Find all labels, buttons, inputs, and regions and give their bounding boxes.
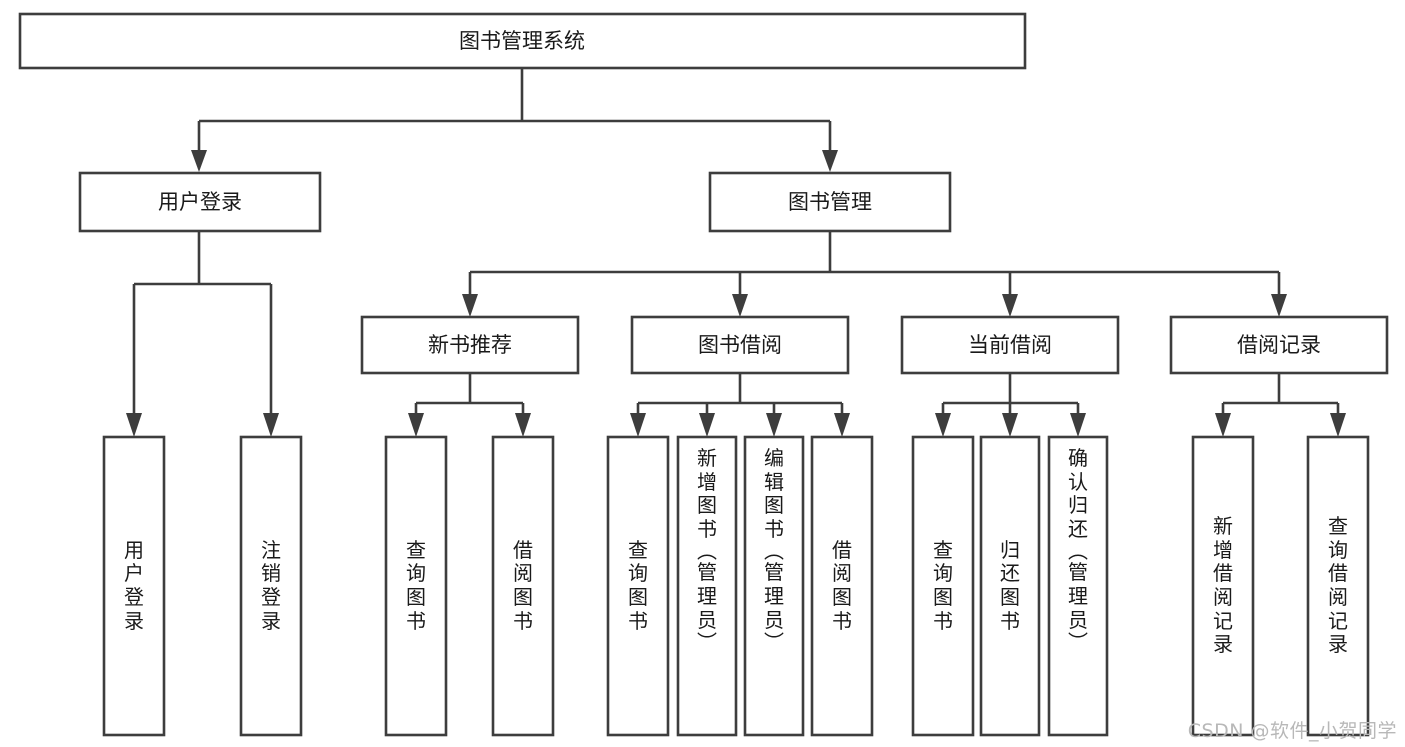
- leaf-box-query-book-1[interactable]: [384, 435, 448, 737]
- arrow-br-leaf-2: [1330, 413, 1346, 437]
- arrow-br-leaf-1: [1215, 413, 1231, 437]
- arrow-book-to-book-borrow: [732, 294, 748, 317]
- leaf-box-user-login[interactable]: [102, 435, 166, 737]
- arrow-cb-leaf-2: [1002, 413, 1018, 437]
- node-book-borrow-box[interactable]: [630, 315, 850, 375]
- arrow-bb-leaf-4: [834, 413, 850, 437]
- node-new-book-rec-label: 新书推荐: [428, 333, 512, 357]
- connector-group-root: [191, 68, 838, 172]
- node-book-borrow-label: 图书借阅: [698, 333, 782, 357]
- arrow-book-to-new-book-rec: [462, 294, 478, 317]
- connector-group-new-book-rec: [408, 373, 531, 437]
- arrow-nbr-leaf-2: [515, 413, 531, 437]
- leaf-box-add-record[interactable]: [1191, 435, 1255, 737]
- arrow-root-to-user-login: [191, 150, 207, 172]
- arrow-bb-leaf-1: [630, 413, 646, 437]
- connector-group-book-manage: [462, 231, 1287, 317]
- leaf-box-return-book[interactable]: [979, 435, 1041, 737]
- arrow-user-to-logout: [263, 413, 279, 437]
- node-root-box[interactable]: [18, 12, 1027, 70]
- leaf-box-confirm-return[interactable]: [1047, 435, 1109, 737]
- node-borrow-record-label: 借阅记录: [1237, 333, 1321, 357]
- arrow-cb-leaf-3: [1070, 413, 1086, 437]
- leaf-box-add-book[interactable]: [676, 435, 738, 737]
- node-book-manage-box[interactable]: [708, 171, 952, 233]
- node-user-login-label: 用户登录: [158, 190, 242, 214]
- node-new-book-rec-box[interactable]: [360, 315, 580, 375]
- connector-group-book-borrow: [630, 373, 850, 437]
- arrow-book-to-current-borrow: [1002, 294, 1018, 317]
- arrow-root-to-book-manage: [822, 150, 838, 172]
- arrow-bb-leaf-3: [766, 413, 782, 437]
- arrow-nbr-leaf-1: [408, 413, 424, 437]
- connector-group-borrow-record: [1215, 373, 1346, 437]
- arrow-cb-leaf-1: [935, 413, 951, 437]
- connector-group-user-login: [126, 231, 279, 437]
- leaf-box-edit-book[interactable]: [743, 435, 805, 737]
- arrow-bb-leaf-2: [699, 413, 715, 437]
- node-current-borrow-label: 当前借阅: [968, 333, 1052, 357]
- leaf-box-query-book-2[interactable]: [606, 435, 670, 737]
- node-user-login-box[interactable]: [78, 171, 322, 233]
- node-root-label: 图书管理系统: [459, 29, 585, 53]
- leaf-box-borrow-book-1[interactable]: [491, 435, 555, 737]
- node-current-borrow-box[interactable]: [900, 315, 1120, 375]
- connector-group-current-borrow: [935, 373, 1086, 437]
- arrow-user-to-login: [126, 413, 142, 437]
- node-book-manage-label: 图书管理: [788, 190, 872, 214]
- leaf-box-user-logout[interactable]: [239, 435, 303, 737]
- node-borrow-record-box[interactable]: [1169, 315, 1389, 375]
- arrow-book-to-borrow-record: [1271, 294, 1287, 317]
- leaf-box-query-record[interactable]: [1306, 435, 1370, 737]
- leaf-box-borrow-book-2[interactable]: [810, 435, 874, 737]
- leaf-box-query-book-3[interactable]: [911, 435, 975, 737]
